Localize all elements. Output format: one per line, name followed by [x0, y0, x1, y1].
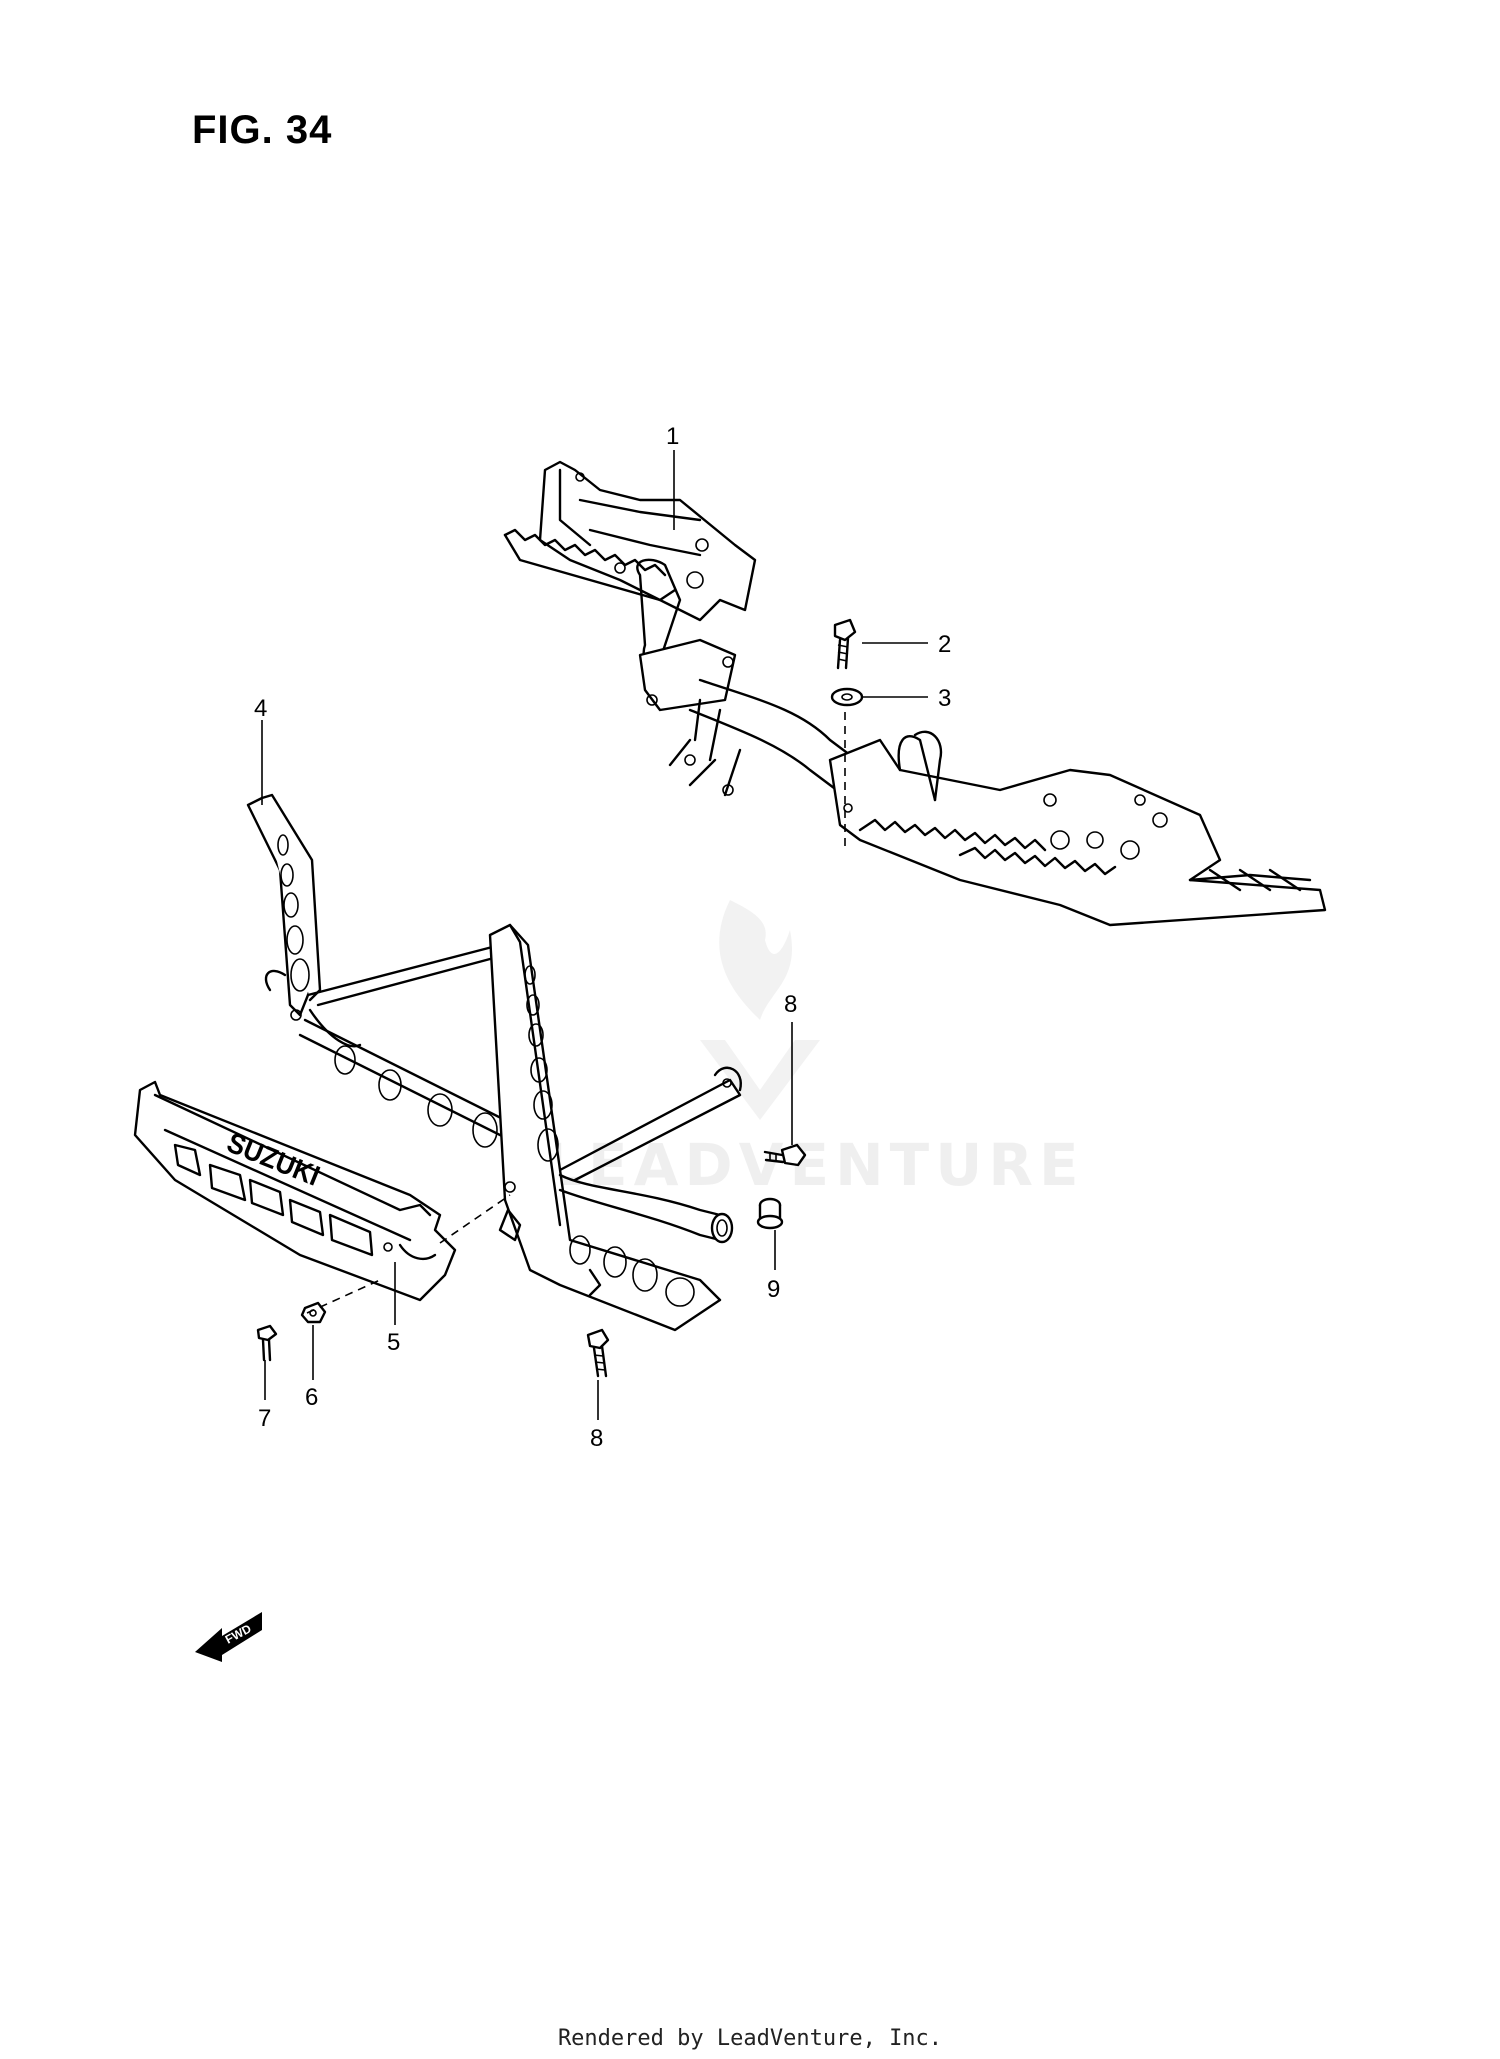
callout-1: 1 [666, 423, 679, 450]
watermark: LEADVENTURE [545, 900, 1085, 1199]
watermark-text: LEADVENTURE [545, 1131, 1085, 1199]
alignment-lines [306, 1194, 511, 1314]
callout-labels: 1 2 3 4 5 6 7 8 8 9 [254, 423, 951, 1452]
callout-7: 7 [258, 1405, 271, 1432]
part-2-bolt [833, 618, 857, 670]
part-5-cover: SUZUKI [133, 1080, 457, 1302]
callout-3: 3 [938, 685, 951, 712]
callout-4: 4 [254, 695, 267, 722]
leader-lines [261, 450, 928, 1420]
figure-title: FIG. 34 [192, 108, 333, 152]
part-7-screw [256, 1324, 278, 1362]
part-1-footrest-assembly [503, 460, 1327, 927]
callout-2: 2 [938, 631, 951, 658]
callout-8-lower: 8 [590, 1425, 603, 1452]
footer-credit: Rendered by LeadVenture, Inc. [557, 2026, 943, 2051]
part-9-grommet [756, 1197, 784, 1230]
part-4-bumper-frame [246, 793, 742, 1332]
callout-9: 9 [767, 1276, 780, 1303]
part-3-washer [830, 687, 864, 707]
fwd-arrow-icon: FWD [195, 1612, 262, 1662]
part-6-nut [300, 1301, 327, 1324]
callout-6: 6 [305, 1384, 318, 1411]
callout-5: 5 [387, 1329, 400, 1356]
part-8-bolt-lower [586, 1328, 610, 1378]
callout-8-upper: 8 [784, 991, 797, 1018]
part-8-bolt-upper [763, 1143, 807, 1167]
